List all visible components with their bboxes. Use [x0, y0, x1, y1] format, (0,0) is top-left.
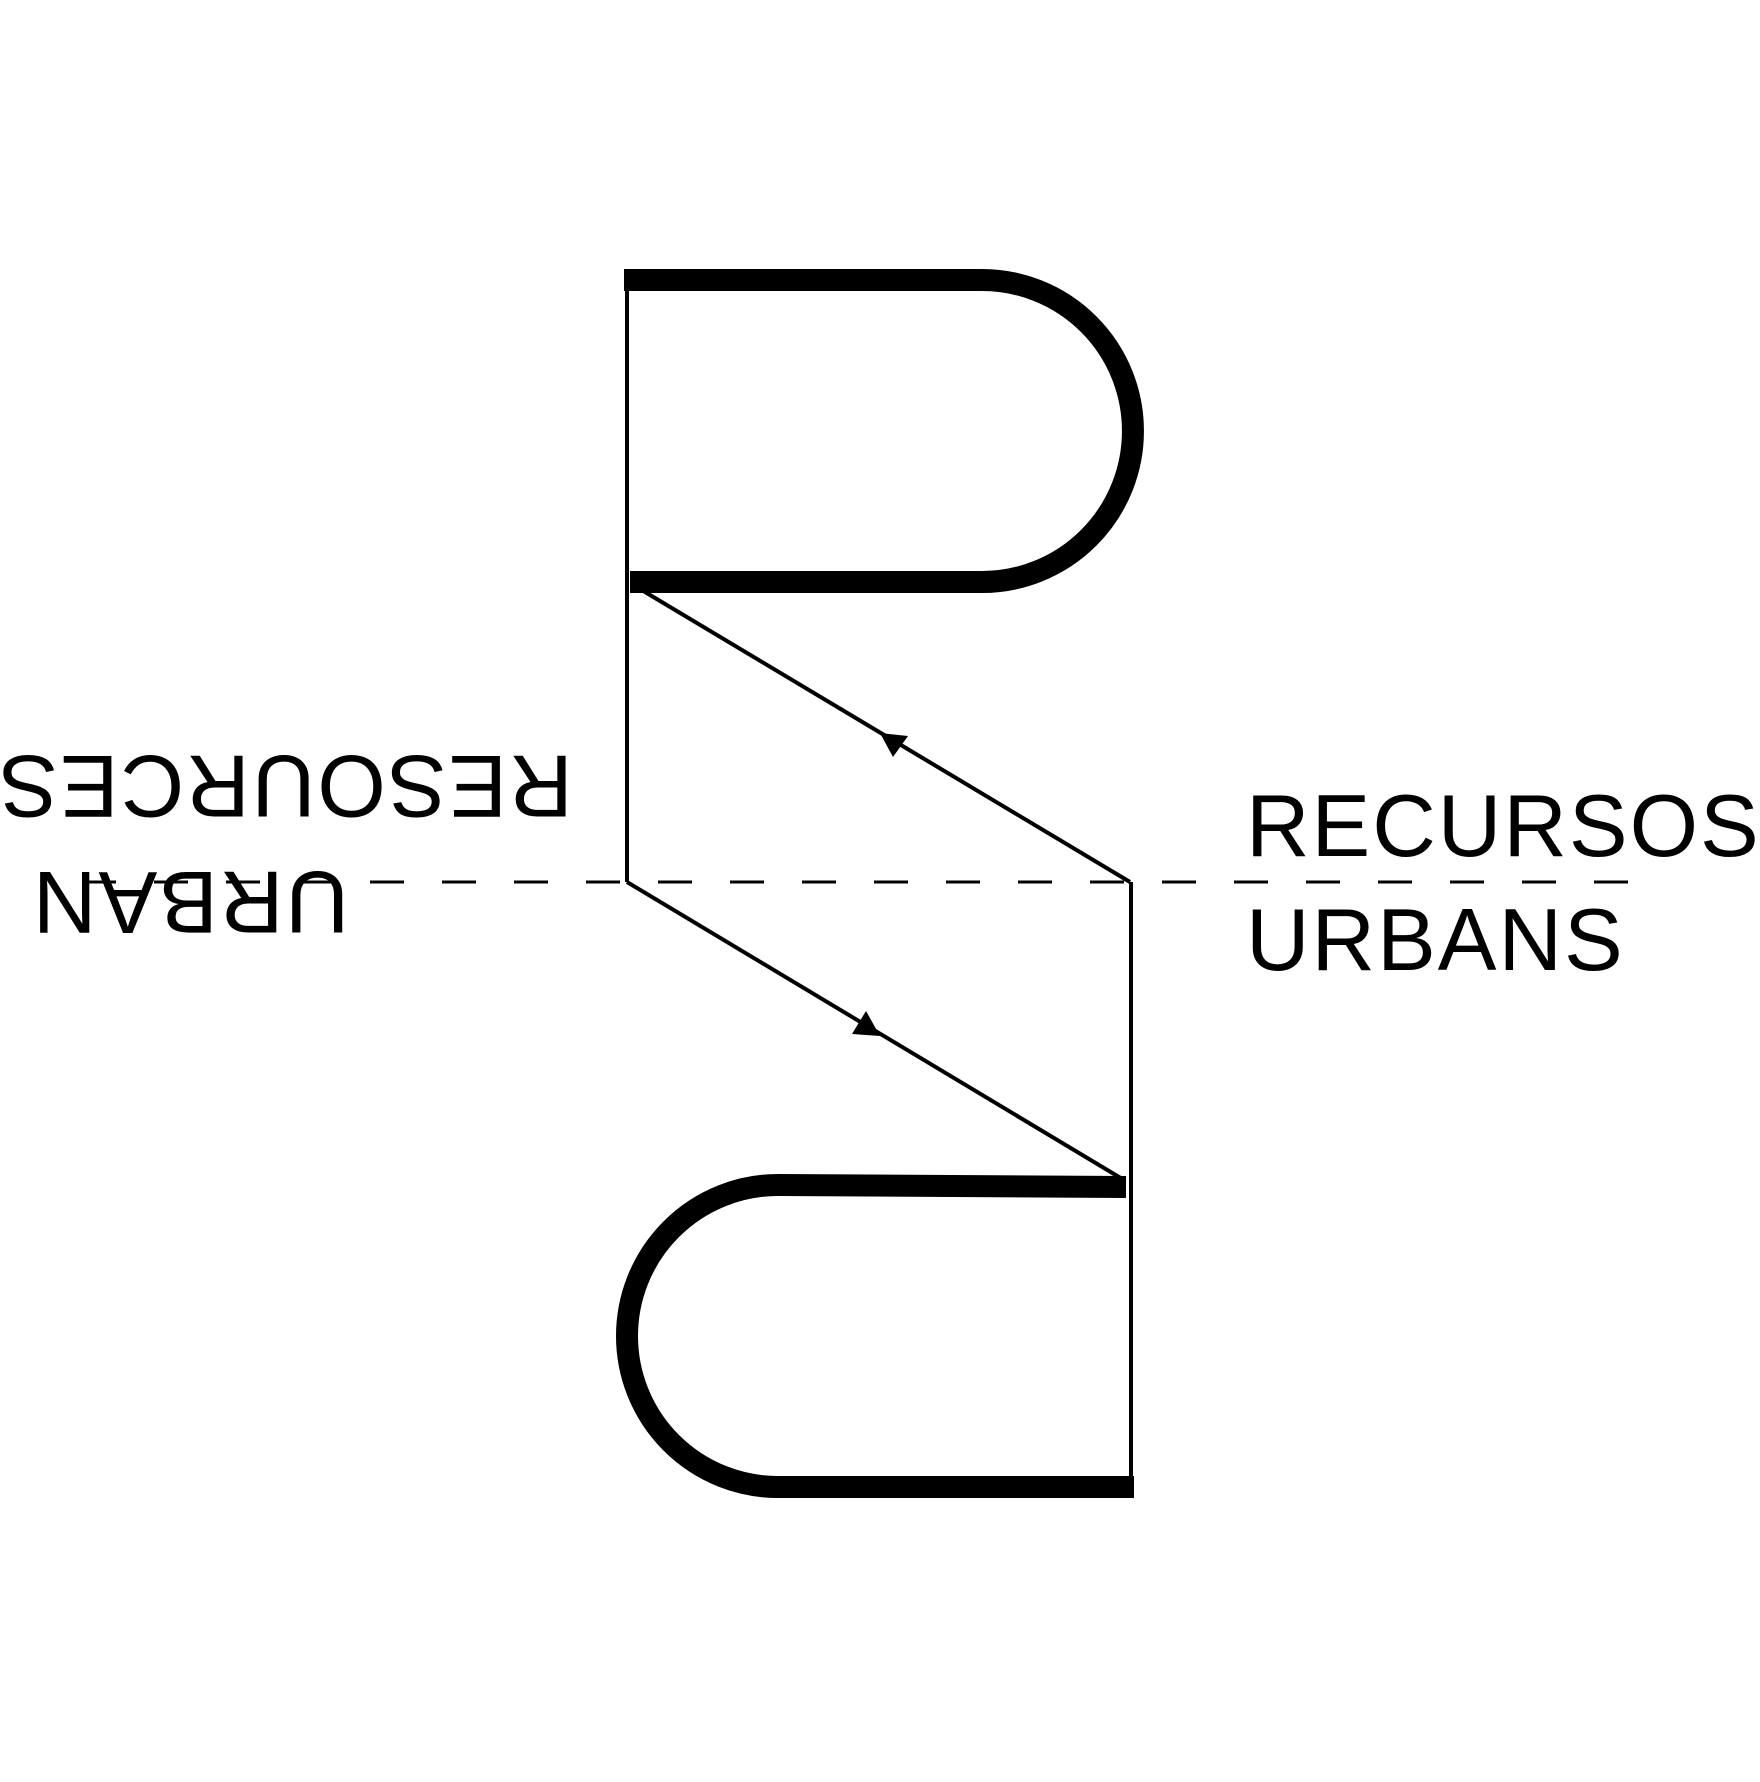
left-label-resources: RESOURCES [0, 737, 573, 836]
right-label-urbans: URBANS [1246, 890, 1625, 989]
right-label-recursos: RECURSOS [1246, 776, 1760, 875]
top-loop-shape [624, 269, 1144, 593]
lower-arrow-head [852, 1011, 880, 1036]
left-label-group: RESOURCES URBAN [0, 737, 573, 952]
bottom-loop-shape [616, 1173, 1134, 1498]
left-label-urban: URBAN [31, 853, 349, 952]
upper-arrow-head [880, 733, 908, 757]
